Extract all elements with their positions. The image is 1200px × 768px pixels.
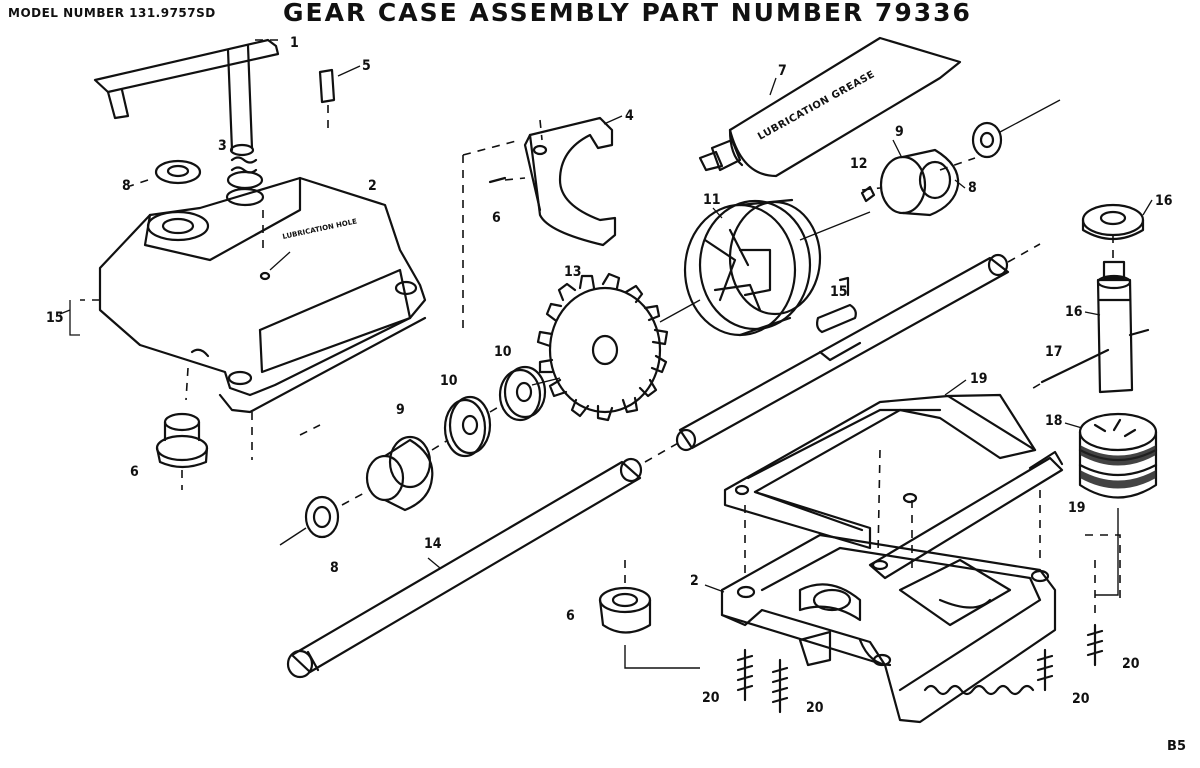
callout-19: 19 — [1068, 500, 1086, 516]
callout-20: 20 — [1072, 691, 1090, 707]
part-13-gear — [531, 272, 669, 422]
callout-9: 9 — [895, 124, 904, 140]
callout-13: 13 — [564, 264, 582, 280]
alignment-line — [299, 424, 321, 436]
callout-14: 14 — [424, 536, 442, 552]
callout-5: 5 — [362, 58, 371, 74]
page-code: B5 — [1167, 739, 1186, 754]
part-16-washer-top — [1081, 203, 1145, 258]
callout-1: 1 — [290, 35, 299, 51]
callout-15: 15 — [46, 310, 64, 326]
callout-9: 9 — [396, 402, 405, 418]
part-11-pulley — [659, 198, 871, 337]
callout-18: 18 — [1045, 413, 1063, 429]
part-3-spring — [225, 156, 265, 207]
callout-8: 8 — [968, 180, 977, 196]
part-19-plate — [868, 450, 1064, 580]
callout-3: 3 — [218, 138, 227, 154]
callout-2: 2 — [368, 178, 377, 194]
callout-2: 2 — [690, 573, 699, 589]
part-2-upper-housing — [80, 176, 427, 460]
callout-19: 19 — [970, 371, 988, 387]
leader-lines — [59, 65, 1153, 593]
callout-4: 4 — [625, 108, 634, 124]
part-16-shaft-vertical — [1096, 260, 1150, 394]
callout-10: 10 — [440, 373, 458, 389]
part-14-shaft-upper — [675, 243, 1041, 452]
part-7-grease-tube — [698, 36, 962, 178]
callout-10: 10 — [494, 344, 512, 360]
callout-6: 6 — [130, 464, 139, 480]
lubrication-hole-label: LUBRICATION HOLE — [282, 217, 358, 241]
callout-7: 7 — [778, 63, 787, 79]
callout-20: 20 — [806, 700, 824, 716]
callout-17: 17 — [1045, 344, 1063, 360]
part-19-gasket — [723, 393, 1037, 550]
part-1-bracket — [93, 38, 280, 157]
callout-16: 16 — [1065, 304, 1083, 320]
part-18-pulley — [1078, 412, 1158, 596]
part-20-screws — [736, 560, 1104, 714]
callout-6: 6 — [566, 608, 575, 624]
part-8-washer-right — [971, 99, 1061, 159]
callout-8: 8 — [330, 560, 339, 576]
part-9-bearing-left — [341, 435, 434, 512]
callout-11: 11 — [703, 192, 721, 208]
part-10-washer-left — [431, 395, 492, 458]
diagram-title: GEAR CASE ASSEMBLY PART NUMBER 79336 — [283, 0, 972, 27]
part-8-washer-top — [129, 159, 202, 187]
part-14-shaft-lower — [286, 441, 681, 679]
callout-15: 15 — [830, 284, 848, 300]
part-17-pin — [1029, 348, 1110, 391]
part-9-bearing-right — [861, 148, 976, 217]
part-10-washer-right — [489, 365, 547, 422]
callout-20: 20 — [702, 690, 720, 706]
part-4-shift-fork — [462, 116, 617, 330]
callout-8: 8 — [122, 178, 131, 194]
part-6-bushing-lower — [598, 560, 700, 669]
callout-labels: 1 5 3 8 2 15 6 4 6 7 9 12 8 11 13 15 16 … — [46, 35, 1173, 716]
part-8-washer-lower — [279, 495, 340, 546]
part-6-bushing-left — [155, 412, 209, 490]
part-15-key — [816, 276, 857, 334]
part-5-pin — [318, 68, 336, 135]
part-12-key — [860, 185, 876, 203]
callout-12: 12 — [850, 156, 868, 172]
callout-20: 20 — [1122, 656, 1140, 672]
callout-6: 6 — [492, 210, 501, 226]
model-number: MODEL NUMBER 131.9757SD — [8, 6, 216, 20]
lubrication-grease-label: LUBRICATION GREASE — [756, 69, 877, 143]
part-2-lower-housing — [720, 449, 1121, 724]
callout-16: 16 — [1155, 193, 1173, 209]
